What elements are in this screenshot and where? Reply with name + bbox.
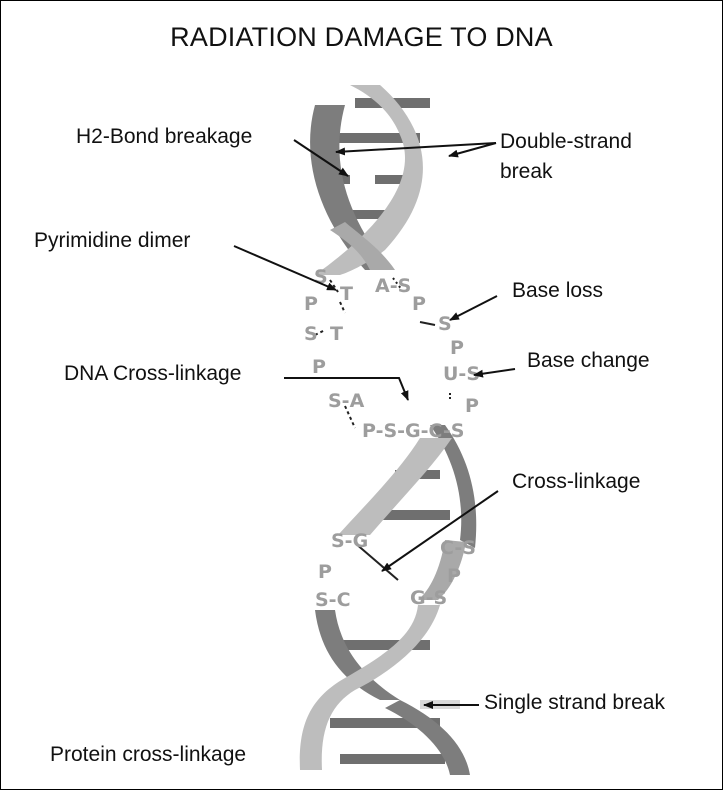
base-letter: P-S-G-C-S [362,420,464,442]
label-base-loss: Base loss [512,279,603,303]
diagram-title: RADIATION DAMAGE TO DNA [0,22,723,53]
base-letter: P [450,337,464,359]
base-letter: C-S [440,537,476,559]
base-letter: P [318,561,332,583]
base-letter: P [447,565,461,587]
base-letter: S [438,313,452,335]
arrow-base-change [474,369,515,375]
base-letter: S-G [331,530,368,552]
base-letter: S-C [315,589,351,611]
label-dna-cross-linkage: DNA Cross-linkage [64,362,241,386]
top-helix-segment [310,85,430,275]
bond-dash [420,322,435,325]
base-letter: P [412,293,426,315]
label-double-strand-break-2: break [500,160,553,184]
label-single-strand-break: Single strand break [484,691,665,715]
base-letter: S [304,323,318,345]
label-protein-cross-linkage: Protein cross-linkage [50,743,246,767]
label-cross-linkage: Cross-linkage [512,470,640,494]
arrow-base-loss [450,296,497,320]
base-letter: T [340,283,353,305]
label-double-strand-break: Double-strand [500,130,632,154]
base-letter: S-A [328,390,365,412]
label-h2-bond-breakage: H2-Bond breakage [76,125,252,149]
base-letter: A-S [375,275,411,297]
base-letter: P [312,356,326,378]
strand-front [338,438,452,535]
label-base-change: Base change [527,349,650,373]
bottom-helix-segment [300,605,470,775]
label-pyrimidine-dimer: Pyrimidine dimer [34,229,190,253]
base-letter: P [465,395,479,417]
base-letter: P [304,293,318,315]
arrow-cross-linkage [382,491,498,571]
base-letter: G-S [410,587,447,609]
rung [340,754,445,764]
base-letter: T [330,323,343,345]
